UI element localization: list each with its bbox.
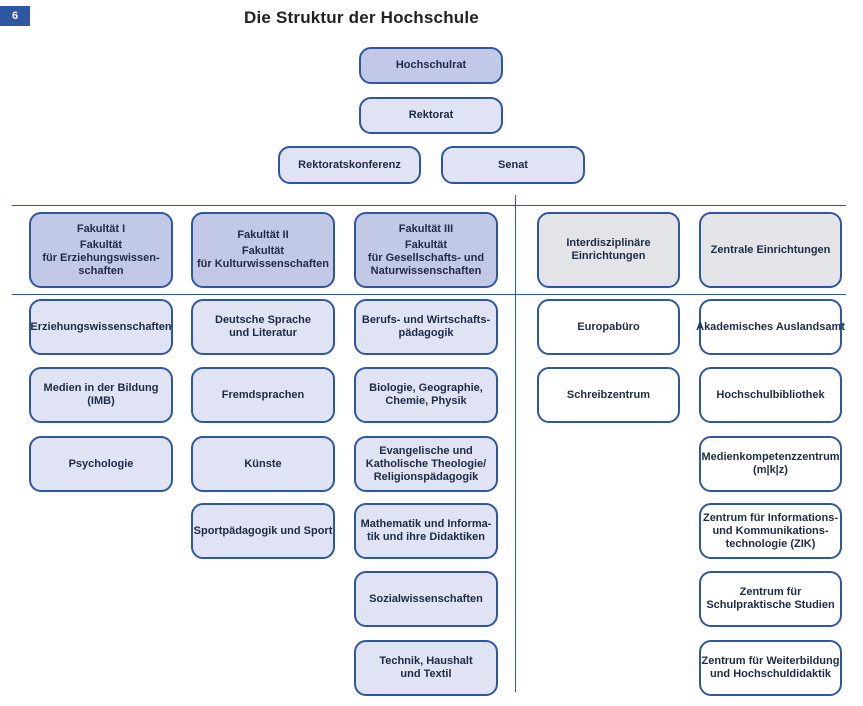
box-text-line: Sozialwissenschaften: [369, 592, 483, 605]
box-text-line: Schulpraktische Studien: [706, 599, 835, 611]
central-unit: Hochschulbibliothek: [699, 367, 842, 423]
box-text-line: Medienkompetenzzentrum: [701, 451, 840, 463]
box-label: Rektorat: [408, 109, 454, 121]
box-text-line: tik und ihre Didaktiken: [367, 531, 485, 543]
box-text-line: Deutsche Sprache: [215, 314, 311, 326]
box-text-line: Medien in der Bildung: [43, 382, 159, 394]
box-senat: Senat: [441, 146, 585, 184]
box-text-line: Psychologie: [68, 457, 134, 470]
box-text-line: Zentrum für Weiterbildung: [701, 655, 840, 667]
box-text-line: Biologie, Geographie,: [369, 382, 483, 394]
central-unit: Zentrum für Informations-und Kommunikati…: [699, 503, 842, 559]
box-text-line: für Erziehungswissen-: [42, 251, 160, 264]
box-text-line: Hochschulbibliothek: [716, 388, 825, 401]
box-label: Hochschulrat: [395, 59, 467, 71]
box-text-line: Fakultät I: [76, 222, 126, 235]
interdisciplinary-unit: Schreibzentrum: [537, 367, 680, 423]
box-text-line: und Kommunikations-: [712, 524, 829, 537]
box-text-line: Europabüro: [577, 320, 640, 333]
box-text-line: Chemie, Physik: [385, 395, 467, 407]
box-text-line: Katholische Theologie/: [365, 457, 487, 470]
box-text-line: Fakultät II: [237, 229, 289, 241]
box-text-line: Technik, Haushalt: [379, 655, 473, 667]
faculty-2-unit: Fremdsprachen: [191, 367, 335, 423]
box-text-line: Berufs- und Wirtschafts-: [361, 314, 491, 326]
faculty-2-unit: Sportpädagogik und Sport: [191, 503, 335, 559]
box-text-line: Akademisches Auslandsamt: [696, 320, 845, 333]
box-text-line: pädagogik: [398, 327, 454, 339]
box-text-line: und Textil: [400, 668, 452, 680]
faculty-3-unit: Berufs- und Wirtschafts-pädagogik: [354, 299, 498, 355]
box-text-line: Fakultät: [79, 238, 123, 251]
faculty-3-unit: Mathematik und Informa-tik und ihre Dida…: [354, 503, 498, 559]
box-text-line: Religionspädagogik: [373, 470, 479, 483]
box-text-line: Künste: [244, 457, 282, 470]
box-text-line: schaften: [78, 264, 124, 277]
page-number: 6: [0, 6, 30, 26]
box-text-line: Zentrale Einrichtungen: [710, 243, 831, 256]
box-text-line: (m|k|z): [753, 464, 788, 476]
divider-middle: [12, 294, 846, 295]
page-title: Die Struktur der Hochschule: [244, 8, 479, 27]
box-text-line: Evangelische und: [379, 444, 473, 457]
central-header: Zentrale Einrichtungen: [699, 212, 842, 288]
interdisciplinary-unit: Europabüro: [537, 299, 680, 355]
faculty-1-unit: Erziehungswissenschaften: [29, 299, 173, 355]
faculty-3-unit: Sozialwissenschaften: [354, 571, 498, 627]
box-text-line: Zentrum für: [739, 586, 802, 598]
box-text-line: technologie (ZIK): [725, 537, 816, 550]
box-text-line: Fakultät III: [398, 222, 454, 235]
box-text-line: und Literatur: [229, 327, 297, 339]
box-text-line: Naturwissenschaften: [370, 264, 482, 277]
faculty-1-unit: Psychologie: [29, 436, 173, 492]
central-unit: Akademisches Auslandsamt: [696, 299, 845, 355]
box-text-line: Interdisziplinäre: [566, 237, 651, 249]
box-hochschulrat: Hochschulrat: [359, 47, 503, 84]
box-text-line: für Gesellschafts- und: [367, 251, 485, 264]
divider-vertical: [515, 195, 516, 692]
box-text-line: Fremdsprachen: [221, 388, 305, 401]
box-text-line: Sportpädagogik und Sport: [193, 524, 333, 537]
box-text-line: Fakultät: [404, 238, 448, 251]
faculty-3-unit: Biologie, Geographie,Chemie, Physik: [354, 367, 498, 423]
faculty-2-unit: Künste: [191, 436, 335, 492]
box-text-line: für Kulturwissenschaften: [196, 258, 330, 270]
box-rektorat: Rektorat: [359, 97, 503, 134]
box-text-line: (IMB): [87, 395, 115, 407]
divider-top: [12, 205, 846, 206]
box-text-line: Erziehungswissenschaften: [30, 320, 172, 333]
box-label: Rektoratskonferenz: [298, 158, 401, 171]
box-text-line: und Hochschuldidaktik: [709, 668, 831, 680]
box-text-line: Mathematik und Informa-: [360, 518, 492, 530]
box-text-line: Fakultät: [241, 245, 285, 257]
box-rektoratskonferenz: Rektoratskonferenz: [278, 146, 421, 184]
faculty-1-unit: Medien in der Bildung(IMB): [29, 367, 173, 423]
box-text-line: Schreibzentrum: [566, 388, 651, 401]
box-text-line: Einrichtungen: [571, 250, 646, 262]
box-label: Senat: [498, 158, 528, 171]
box-text-line: Zentrum für Informations-: [702, 511, 839, 524]
central-unit: Medienkompetenzzentrum(m|k|z): [699, 436, 842, 492]
